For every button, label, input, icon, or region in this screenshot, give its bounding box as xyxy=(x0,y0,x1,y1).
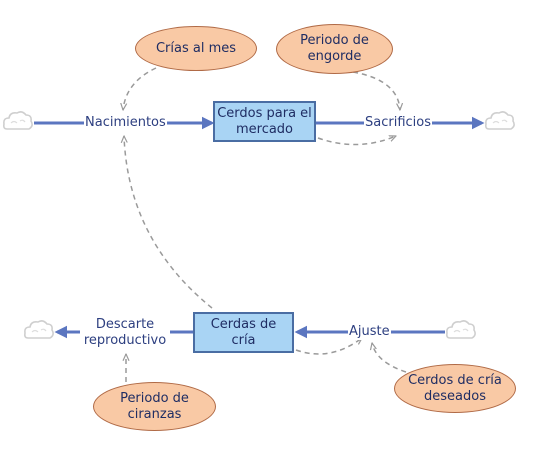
flow-label-ajuste[interactable]: Ajuste xyxy=(348,324,391,340)
flow-label-descarte-reproductivo[interactable]: Descarte reproductivo xyxy=(80,317,170,349)
aux-periodo-de-engorde[interactable]: Periodo de engorde xyxy=(276,24,393,74)
aux-periodo-de-ciranzas[interactable]: Periodo de ciranzas xyxy=(93,382,216,431)
stock-cerdos-para-el-mercado[interactable]: Cerdos para el mercado xyxy=(213,101,316,142)
cloud-sink-sacrificios-icon xyxy=(485,111,515,130)
link-cerdas-to-ajuste xyxy=(295,338,362,355)
link-deseados-to-ajuste xyxy=(372,343,407,373)
flow-label-nacimientos[interactable]: Nacimientos xyxy=(84,115,167,131)
link-crias-to-nacimientos xyxy=(123,67,157,110)
cloud-sink-descarte-icon xyxy=(24,320,54,339)
cloud-source-nacimientos-icon xyxy=(3,111,33,130)
aux-crias-al-mes[interactable]: Crías al mes xyxy=(135,26,257,71)
flow-label-sacrificios[interactable]: Sacrificios xyxy=(364,115,432,131)
aux-cerdos-de-cria-deseados[interactable]: Cerdos de cría deseados xyxy=(394,364,516,413)
link-engorde-to-sacrificios xyxy=(352,71,400,110)
stock-cerdas-de-cria[interactable]: Cerdas de cría xyxy=(193,312,294,353)
link-cerdas-to-nacimientos xyxy=(124,136,213,309)
cloud-source-ajuste-icon xyxy=(446,320,476,339)
link-cerdos-to-sacrificios xyxy=(317,136,396,146)
